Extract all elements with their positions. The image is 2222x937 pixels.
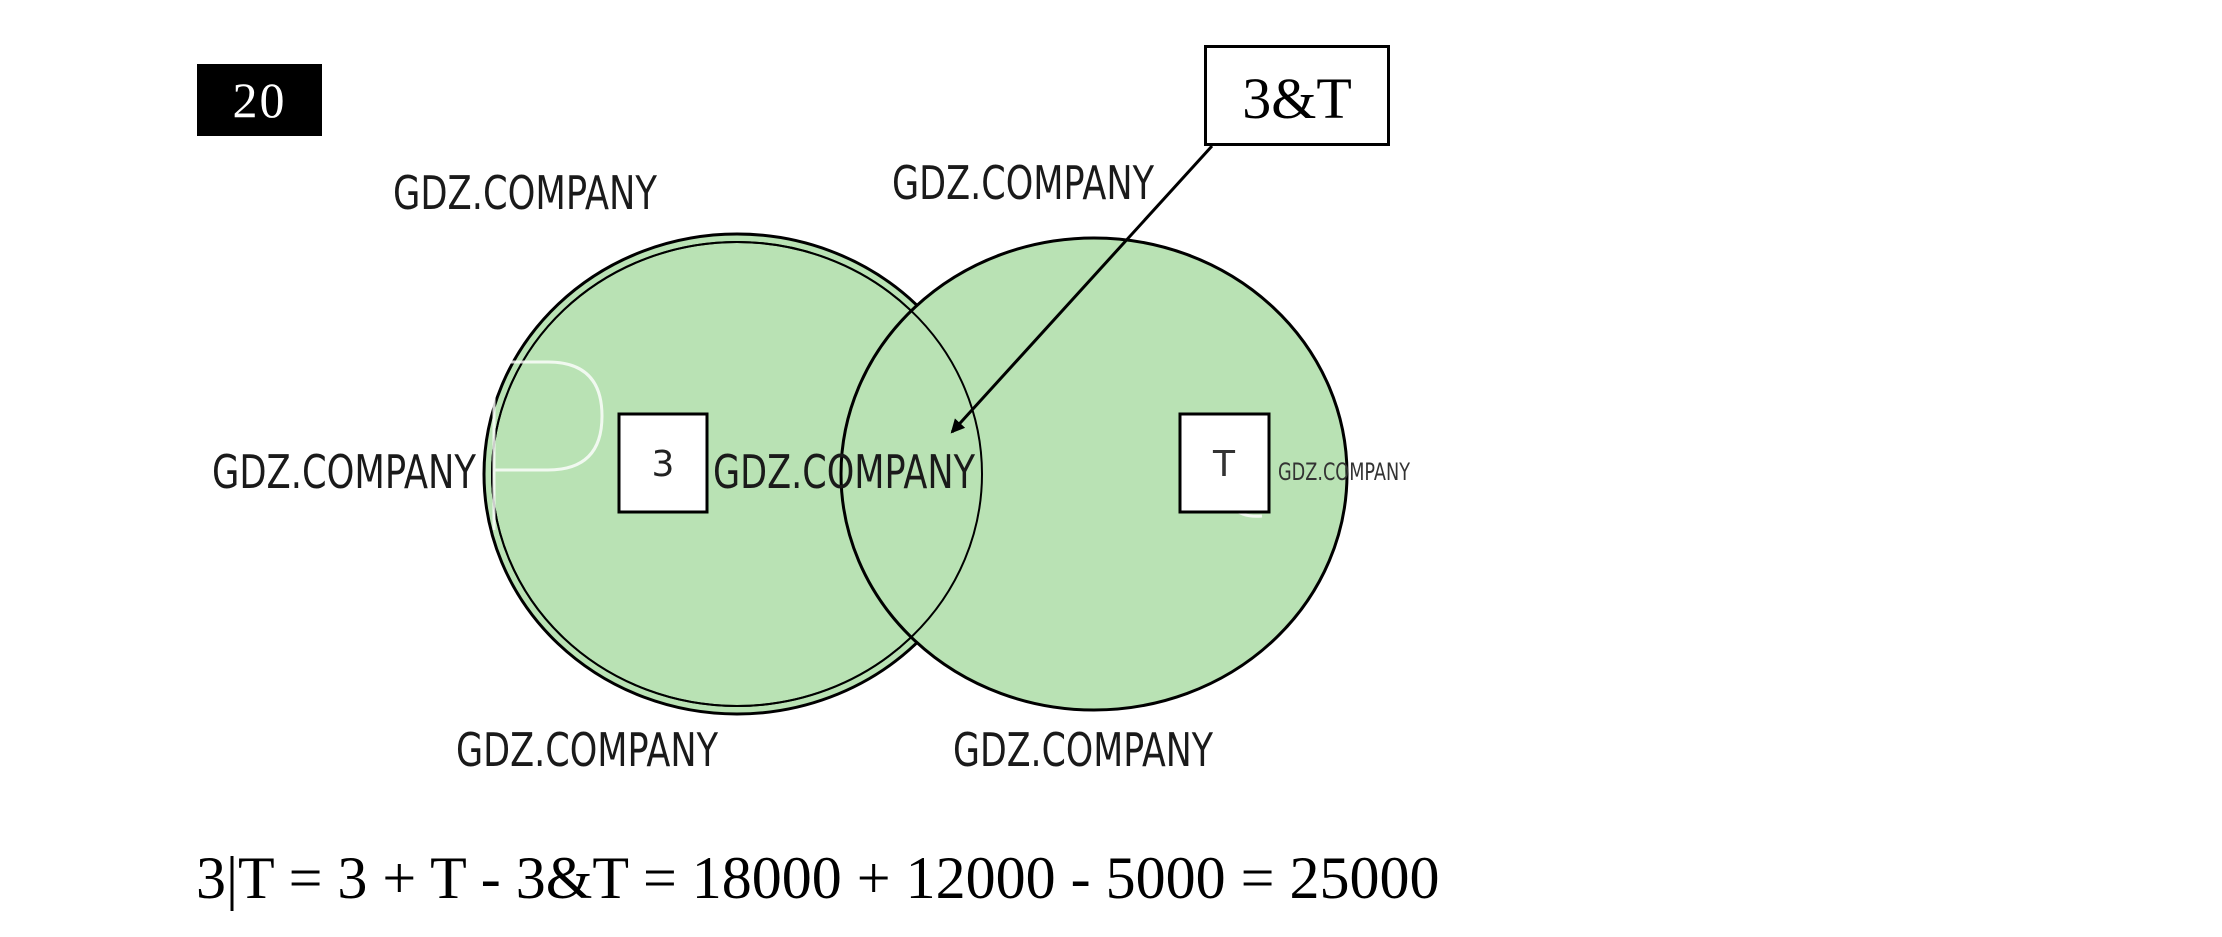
watermark-text: GDZ.COMPANY	[713, 445, 976, 499]
problem-number-badge: 20	[197, 64, 322, 136]
set-b-circle	[839, 236, 1349, 712]
watermark-text: GDZ.COMPANY	[212, 445, 477, 499]
set-a-element-box	[617, 412, 709, 514]
set-a-element-label: 3	[652, 444, 675, 485]
set-b-element-box	[1178, 412, 1271, 514]
set-b-element-label: T	[1212, 444, 1236, 485]
set-a-circle-overlap-outline	[491, 241, 983, 707]
intersection-callout-box: 3&T	[1204, 45, 1390, 146]
watermark-text: GDZ.COMPANY	[456, 723, 719, 777]
watermark-text: GDZ.COMPANY	[393, 166, 658, 220]
watermark-text: GDZ.COMPANY	[1278, 458, 1410, 486]
callout-arrow	[950, 144, 1214, 434]
watermark-letter-p	[492, 360, 604, 530]
watermark-text: GDZ.COMPANY	[953, 723, 1214, 777]
watermark-text: GDZ.COMPANY	[892, 156, 1155, 210]
union-formula: 3|T = 3 + T - 3&T = 18000 + 12000 - 5000…	[196, 845, 1440, 911]
